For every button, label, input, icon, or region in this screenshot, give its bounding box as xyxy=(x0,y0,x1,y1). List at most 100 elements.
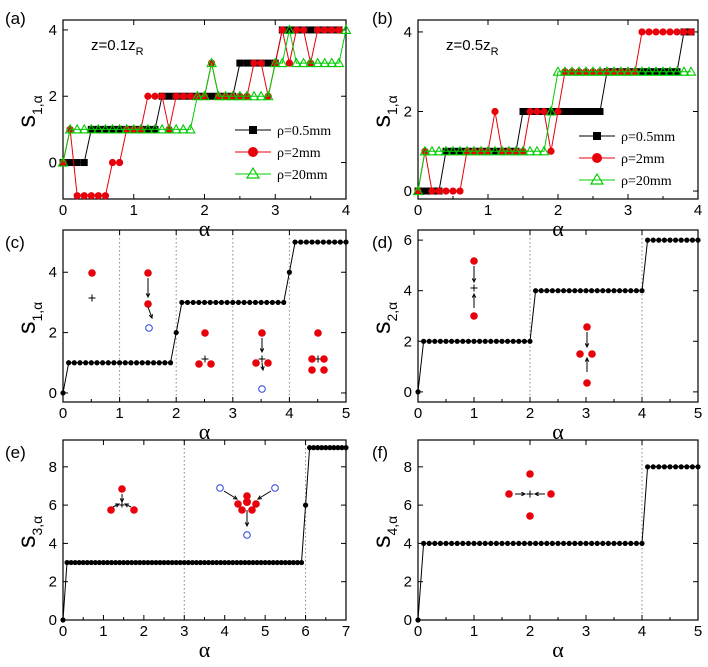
data-point xyxy=(587,66,599,76)
red-dot xyxy=(308,366,316,374)
data-point xyxy=(661,464,668,470)
data-point xyxy=(449,338,455,344)
panel-label: (d) xyxy=(372,233,393,252)
data-point xyxy=(643,66,655,76)
data-point xyxy=(286,269,292,275)
data-point xyxy=(100,559,107,566)
data-point xyxy=(415,389,421,395)
blue-open-dot xyxy=(243,531,251,539)
data-point xyxy=(122,360,128,366)
y-axis-label: s2,α xyxy=(368,302,400,334)
data-point xyxy=(71,360,77,366)
data-point xyxy=(60,390,66,396)
arrow-head xyxy=(533,491,539,497)
data-point xyxy=(184,299,191,306)
data-point xyxy=(80,192,88,200)
data-point xyxy=(283,24,295,34)
data-point xyxy=(285,59,293,67)
data-point xyxy=(291,57,302,68)
arrow-head xyxy=(119,498,125,504)
x-tick-label: 3 xyxy=(229,405,237,422)
data-point xyxy=(191,90,203,101)
data-point xyxy=(128,360,134,366)
data-point xyxy=(517,145,529,156)
arrow-shaft xyxy=(261,362,264,371)
annotation: z=0.1zR xyxy=(91,37,144,58)
data-point xyxy=(343,239,349,245)
red-dot xyxy=(207,360,215,368)
data-point xyxy=(315,445,321,451)
data-point xyxy=(343,445,349,451)
data-point xyxy=(250,559,256,566)
data-point xyxy=(71,123,83,134)
x-tick-label: 5 xyxy=(694,623,702,640)
data-point xyxy=(181,559,187,566)
red-dot xyxy=(583,379,591,387)
x-tick-label: 2 xyxy=(172,405,180,422)
red-dot xyxy=(107,506,115,514)
data-point xyxy=(533,288,539,294)
y-axis-label-subscript: 1,α xyxy=(384,95,400,115)
data-point xyxy=(64,123,76,134)
arrow-head xyxy=(259,348,265,354)
data-point xyxy=(153,559,159,566)
plus-mark xyxy=(119,502,125,508)
x-tick-label: 1 xyxy=(115,405,123,422)
data-point xyxy=(471,540,477,547)
data-point xyxy=(499,540,505,547)
data-point xyxy=(246,559,252,566)
data-point xyxy=(454,540,460,547)
y-axis-label-main: s xyxy=(368,536,396,549)
data-point xyxy=(76,559,82,566)
data-point xyxy=(575,107,583,115)
data-point xyxy=(179,92,187,100)
blue-open-dot xyxy=(216,484,224,492)
data-point xyxy=(242,559,248,566)
data-point xyxy=(78,123,90,134)
data-point xyxy=(340,24,352,34)
x-tick-label: 3 xyxy=(180,623,188,640)
arrow-head xyxy=(244,522,250,528)
data-point xyxy=(608,66,620,76)
data-point xyxy=(213,299,219,306)
x-tick-label: 0 xyxy=(414,623,422,640)
data-point xyxy=(108,559,115,566)
data-point xyxy=(238,559,244,566)
data-point xyxy=(596,107,604,115)
y-tick-label: 0 xyxy=(404,183,412,200)
data-point xyxy=(214,559,220,566)
data-point xyxy=(510,540,516,547)
y-tick-label: 4 xyxy=(49,264,57,281)
data-point xyxy=(105,360,111,366)
data-point xyxy=(454,338,460,344)
y-tick-label: 0 xyxy=(49,155,57,172)
legend-swatch-marker xyxy=(589,172,605,185)
data-point xyxy=(544,540,550,547)
data-point xyxy=(234,559,240,566)
y-axis-label: s4,α xyxy=(368,516,400,548)
data-point xyxy=(197,559,204,566)
data-point xyxy=(94,192,102,200)
y-tick-label: 0 xyxy=(49,385,57,402)
y-axis-label: s3,α xyxy=(13,516,45,548)
data-point xyxy=(415,617,421,623)
data-point xyxy=(471,338,477,344)
data-point xyxy=(230,559,236,566)
data-point xyxy=(177,559,183,566)
data-point xyxy=(199,90,210,101)
data-point xyxy=(421,540,427,547)
arrow-shaft xyxy=(257,490,272,500)
data-point xyxy=(566,66,578,76)
data-point xyxy=(678,237,684,243)
data-point xyxy=(667,237,673,243)
data-point xyxy=(540,107,548,116)
data-point xyxy=(426,338,432,344)
legend-label: ρ=2mm xyxy=(621,152,665,167)
data-point xyxy=(290,559,297,566)
red-dot xyxy=(320,355,328,363)
data-point xyxy=(636,66,648,76)
data-point xyxy=(262,90,274,101)
data-point xyxy=(594,288,600,294)
red-dot xyxy=(243,498,251,506)
data-point xyxy=(66,159,74,167)
